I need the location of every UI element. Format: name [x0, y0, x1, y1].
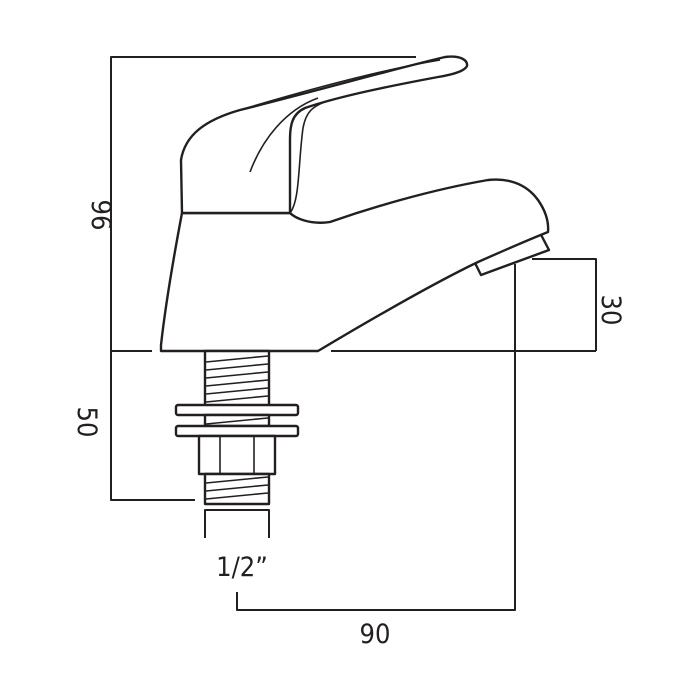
- label-30: 30: [595, 295, 626, 326]
- label-50: 50: [71, 407, 102, 438]
- washer-top: [174, 403, 300, 417]
- handle-top-edge: [239, 59, 441, 111]
- dim-96-line: [110, 56, 416, 351]
- tap-body: [159, 178, 550, 353]
- washer-bottom: [174, 424, 300, 438]
- tail-lower: [203, 472, 271, 506]
- label-thread-size: 1/2”: [216, 552, 268, 583]
- dim-thread-bracket: [204, 509, 270, 538]
- dimension-lines: [110, 56, 597, 611]
- tap-illustration: [159, 55, 551, 353]
- dimension-labels: 96 50 30 90 1/2”: [71, 200, 626, 650]
- tail-lower-threads: [205, 476, 269, 500]
- threaded-tail: [174, 349, 300, 506]
- dim-50-line: [110, 351, 195, 501]
- dim-90-line: [236, 264, 516, 611]
- handle-crease-left: [249, 97, 319, 173]
- label-96: 96: [85, 200, 116, 231]
- lever-handle: [179, 55, 469, 215]
- back-nut: [197, 434, 277, 476]
- dim-30-line: [532, 258, 597, 351]
- handle-crease-right: [289, 99, 331, 214]
- tail-upper-threads: [205, 355, 269, 403]
- label-90: 90: [360, 619, 391, 650]
